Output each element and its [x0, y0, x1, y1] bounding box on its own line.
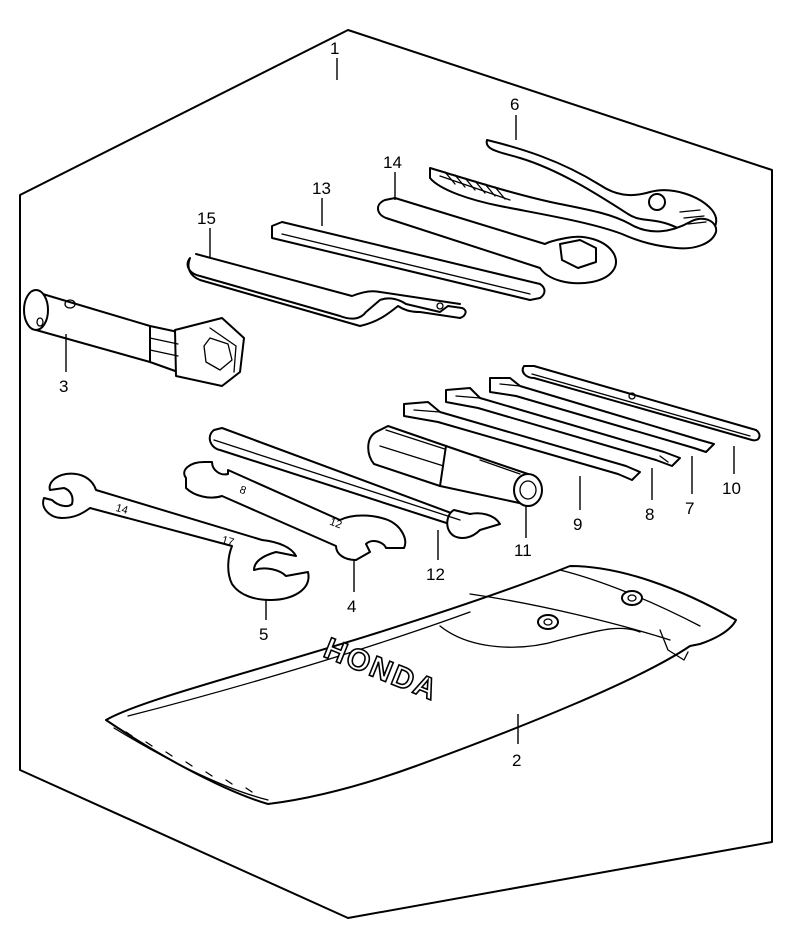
large-wrench-stamp-b: 17 — [220, 534, 235, 549]
callout-1: 1 — [330, 39, 339, 58]
callout-4: 4 — [347, 597, 356, 616]
assembly-boundary — [19, 29, 773, 919]
screwdriver-handle-bar — [521, 365, 761, 442]
screwdriver-blade-phillips — [489, 377, 715, 453]
callout-7: 7 — [685, 499, 694, 518]
callouts: 1 2 3 4 5 6 7 8 9 10 11 12 13 14 15 — [59, 39, 741, 770]
small-wrench-stamp-a: 8 — [238, 484, 248, 497]
callout-11: 11 — [514, 541, 532, 560]
callout-9: 9 — [573, 515, 582, 534]
pin-spanner — [186, 253, 467, 327]
leader-lines — [65, 58, 735, 744]
callout-2: 2 — [512, 751, 521, 770]
callout-10: 10 — [722, 479, 741, 498]
callout-13: 13 — [312, 179, 331, 198]
screwdriver-blade-flat — [445, 387, 681, 467]
callout-15: 15 — [197, 209, 216, 228]
flat-bar — [271, 221, 546, 301]
callout-12: 12 — [426, 565, 445, 584]
small-open-end-wrench: 8 12 — [183, 461, 407, 561]
tool-bag: HONDA — [105, 565, 737, 805]
tommy-bar-wrench — [208, 427, 501, 539]
large-open-end-wrench: 14 17 — [42, 472, 310, 601]
callout-3: 3 — [59, 377, 68, 396]
callout-14: 14 — [383, 153, 402, 172]
screwdriver-blade-narrow — [403, 401, 641, 481]
callout-5: 5 — [259, 625, 268, 644]
screwdriver-handle — [367, 425, 543, 507]
callout-6: 6 — [510, 95, 519, 114]
callout-8: 8 — [645, 505, 654, 524]
spark-plug-socket — [23, 289, 245, 387]
small-wrench-stamp-b: 12 — [328, 516, 344, 531]
large-wrench-stamp-a: 14 — [114, 502, 129, 517]
hex-box-wrench — [377, 197, 617, 285]
pliers — [429, 139, 718, 250]
